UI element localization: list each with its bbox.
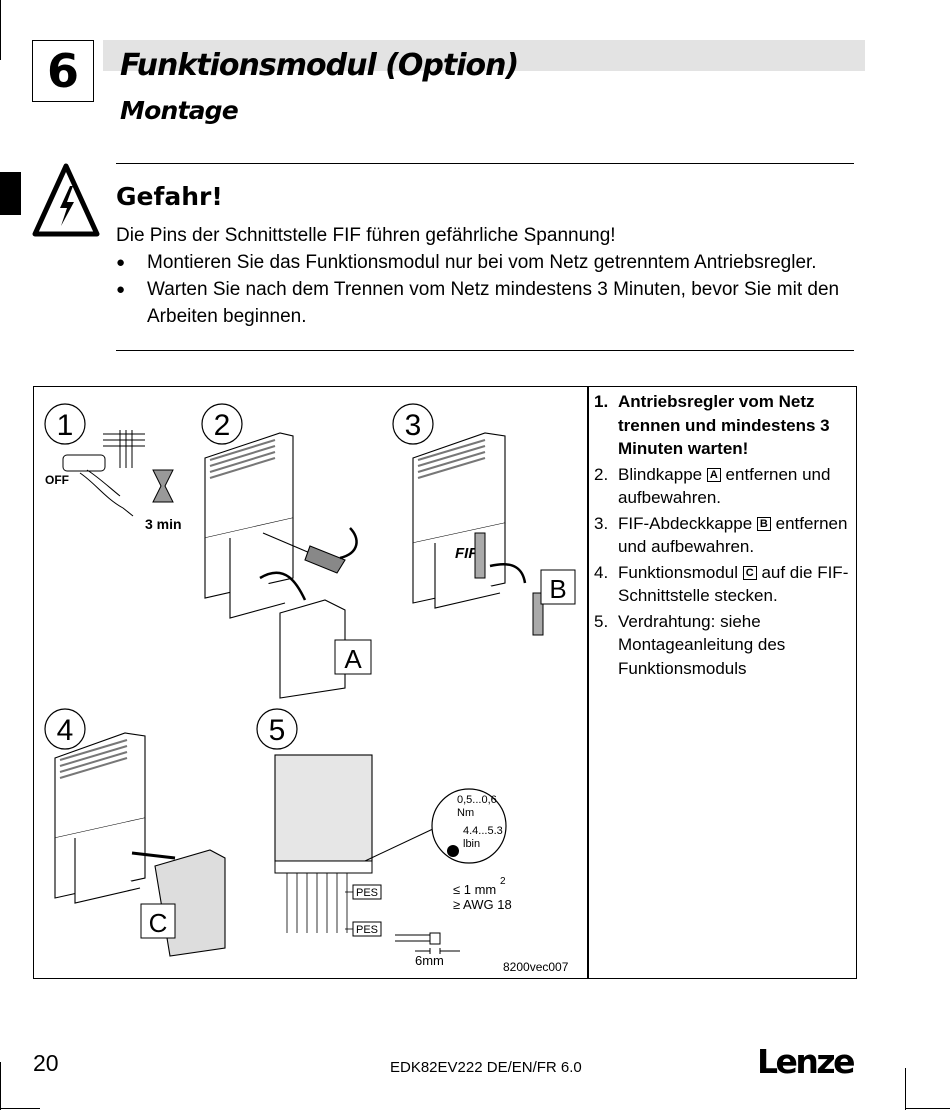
figure-column-divider: [587, 386, 589, 979]
part-label-a: A: [344, 644, 362, 674]
step-number-circle: [392, 403, 434, 445]
chapter-number: 6: [32, 40, 94, 102]
wire-cross-section: ≤ 1 mm: [453, 882, 496, 897]
step-text: entfernen und aufbewahren.: [618, 464, 831, 508]
part-label-c: C: [149, 908, 168, 938]
step-number-circle: [201, 403, 243, 445]
remove-arrow: [259, 571, 307, 601]
page-number: 20: [33, 1050, 59, 1076]
page-title: Funktionsmodul (Option): [120, 48, 519, 83]
crop-mark: [0, 1062, 1, 1110]
step-text: entfernen und aufbewahren.: [618, 513, 848, 557]
part-label-box: [140, 903, 176, 939]
step-text: Antriebsregler vom Netz trennen und mind…: [618, 392, 830, 458]
wire-awg: ≥ AWG 18: [453, 897, 512, 912]
step-number: 5: [269, 714, 286, 747]
torque-lbin-value: 4.4...5.3: [463, 825, 503, 837]
heatsink-fins: [59, 739, 128, 779]
danger-text-block: Die Pins der Schnittstelle FIF führen ge…: [116, 222, 856, 330]
pes-label: PES: [356, 924, 378, 936]
step-text: FIF-Abdeckkappe: [618, 513, 753, 533]
detail-callout-line: [364, 827, 436, 862]
danger-text: Die Pins der Schnittstelle FIF führen ge…: [116, 225, 616, 246]
chapter-side-tab: [0, 172, 21, 215]
mains-switch-icon: [62, 430, 145, 517]
step-text: Verdrahtung: siehe Montageanleitung des …: [618, 611, 786, 678]
part-reference-a: A: [706, 467, 721, 482]
step-number-circle: [44, 403, 86, 445]
torque-nm-unit: Nm: [457, 807, 474, 819]
screw-head-icon: [447, 845, 459, 857]
part-label-b: B: [549, 574, 566, 604]
figure-id: 8200vec007: [503, 960, 569, 974]
part-reference-c: C: [742, 565, 757, 580]
insert-arrow: [131, 851, 176, 860]
instruction-step: 2. Blindkappe A entfernen und aufbewahre…: [594, 463, 852, 510]
torque-lbin-unit: lbin: [463, 838, 480, 850]
step-number: 3: [405, 409, 422, 442]
step-number: 5.: [594, 611, 609, 631]
screwdriver-drawing: [262, 532, 346, 574]
hourglass-icon: [152, 469, 174, 503]
heatsink-fins: [209, 439, 276, 479]
crop-mark: [0, 0, 1, 60]
fif-label: FIF: [455, 545, 478, 562]
title-bar: [103, 40, 865, 71]
wire-strip-drawing: [395, 932, 460, 954]
danger-bullet: Montieren Sie das Funktionsmodul nur bei…: [116, 249, 856, 276]
figure-frame: [33, 386, 857, 979]
step-text: auf die FIF-Schnittstelle stecken.: [618, 562, 849, 606]
divider: [116, 163, 854, 164]
step-number: 4: [57, 714, 74, 747]
part-label-box: [540, 569, 576, 605]
crop-mark: [905, 1068, 906, 1110]
wire-cross-section-exponent: 2: [500, 876, 506, 887]
module-front-drawing: [274, 754, 373, 862]
wiring-drawing: [286, 873, 353, 933]
pes-label-box: [352, 884, 382, 900]
danger-bullet: Warten Sie nach dem Trennen vom Netz min…: [116, 276, 856, 330]
step-number: 1.: [594, 392, 609, 411]
mounting-illustration: 1 2 3 4 5 OFF 3 min A: [44, 403, 576, 974]
step-number: 2: [214, 409, 231, 442]
step-number: 2.: [594, 464, 609, 484]
instruction-step: 3. FIF-Abdeckkappe B entfernen und aufbe…: [594, 512, 852, 559]
danger-heading: Gefahr!: [116, 182, 223, 211]
terminal-strip: [274, 860, 373, 874]
torque-detail-circle: [431, 788, 507, 864]
torque-nm-value: 0,5...0,6: [457, 794, 497, 806]
function-module-drawing: [154, 849, 226, 957]
step-number: 1: [57, 409, 74, 442]
remove-arrow: [489, 563, 527, 584]
high-voltage-warning-icon: [32, 163, 100, 237]
part-label-box: [334, 639, 372, 675]
step-number-circle: [44, 708, 86, 750]
off-label: OFF: [45, 473, 69, 487]
strip-length-label: 6mm: [415, 953, 444, 968]
page-subtitle: Montage: [120, 96, 239, 125]
instruction-list: 1. Antriebsregler vom Netz trennen und m…: [594, 390, 852, 682]
fif-cover-removed: [532, 592, 544, 636]
pes-label: PES: [356, 887, 378, 899]
crop-mark: [905, 1108, 950, 1109]
lenze-logo: Lenze: [757, 1042, 856, 1081]
divider: [116, 350, 854, 351]
instruction-step: 5. Verdrahtung: siehe Montageanleitung d…: [594, 610, 852, 681]
step-text: Blindkappe: [618, 464, 703, 484]
wait-time-label: 3 min: [145, 516, 182, 532]
document-id: EDK82EV222 DE/EN/FR 6.0: [390, 1059, 582, 1076]
pes-label-box: [352, 921, 382, 937]
heatsink-fins: [417, 439, 486, 479]
crop-mark: [0, 1108, 40, 1109]
instruction-step: 4. Funktionsmodul C auf die FIF-Schnitts…: [594, 561, 852, 608]
step-number: 3.: [594, 513, 609, 533]
fif-cover-drawing: [474, 532, 486, 579]
step-number: 4.: [594, 562, 609, 582]
part-reference-b: B: [756, 516, 771, 531]
step-text: Funktionsmodul: [618, 562, 739, 582]
danger-bullet-list: Montieren Sie das Funktionsmodul nur bei…: [116, 249, 856, 330]
step-number-circle: [256, 708, 298, 750]
instruction-step: 1. Antriebsregler vom Netz trennen und m…: [594, 390, 852, 461]
rotate-arrow: [339, 527, 358, 560]
